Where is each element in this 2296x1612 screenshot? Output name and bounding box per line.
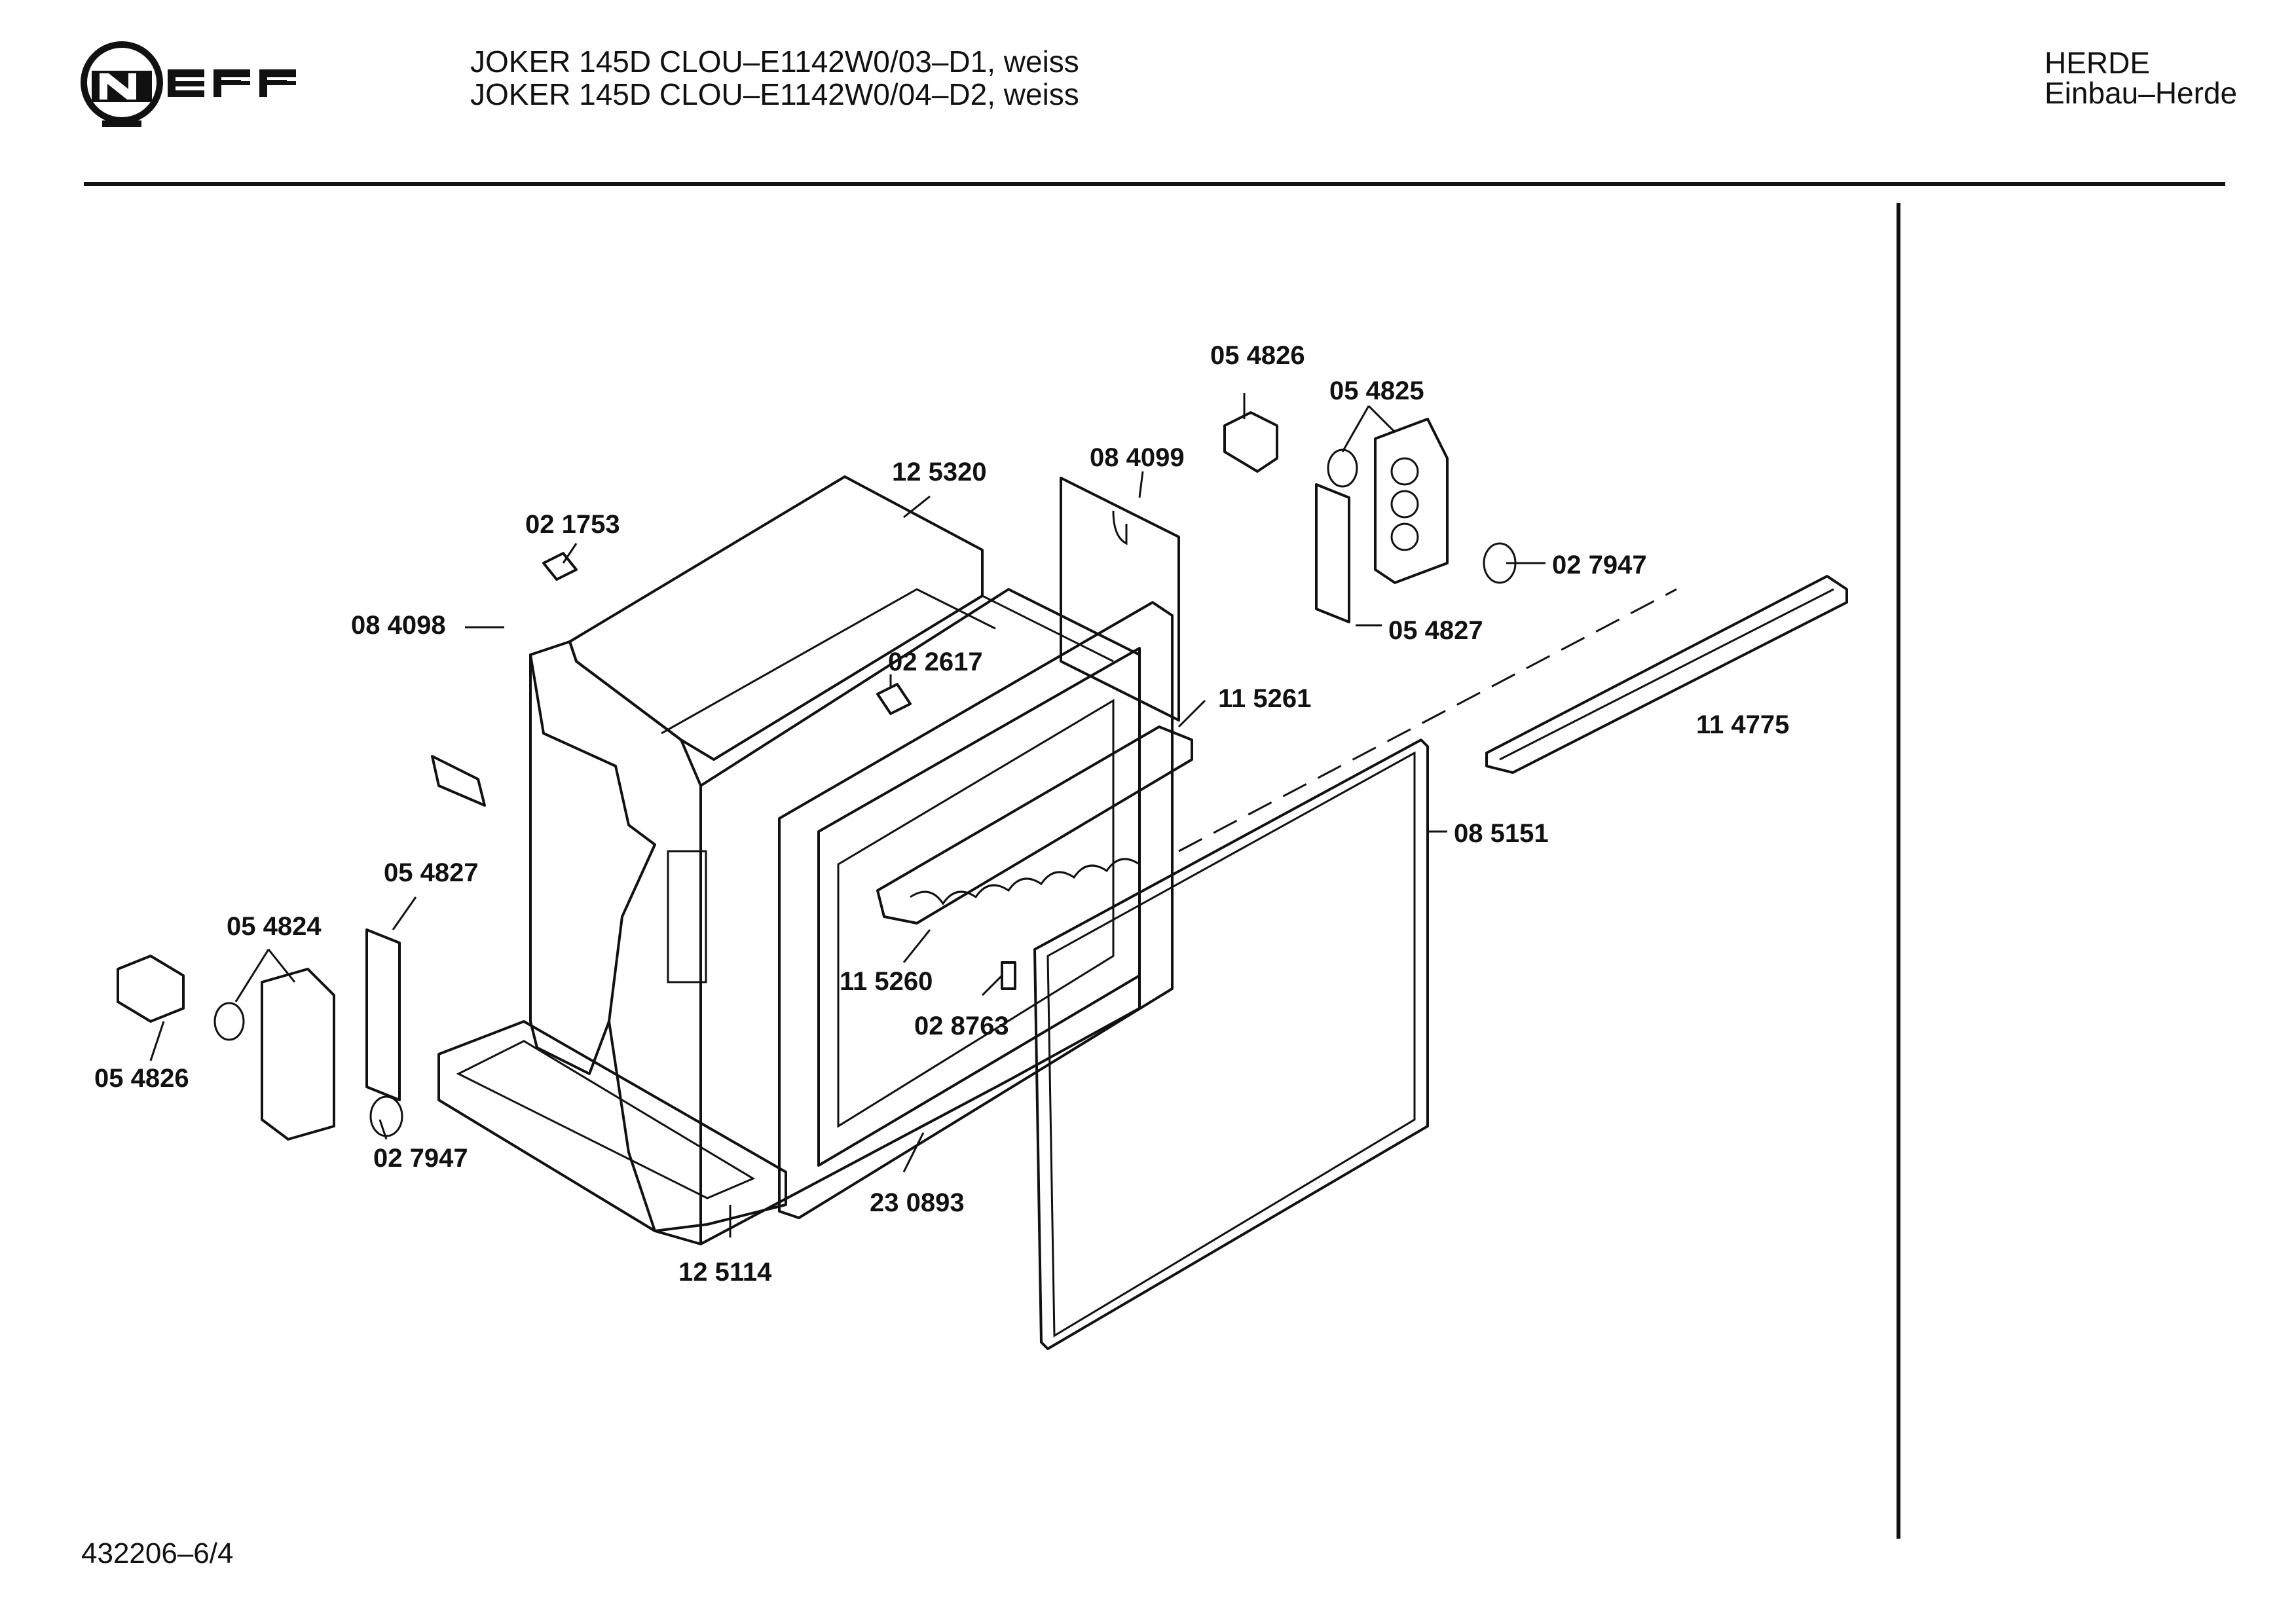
part-label: 02 8763: [914, 1012, 1009, 1040]
top-heater: [876, 725, 1193, 925]
part-labels: 05 4826 05 4825 08 4099 12 5320 02 1753 …: [94, 341, 1789, 1287]
document-number: 432206–6/4: [81, 1537, 234, 1569]
screw: [1001, 961, 1016, 990]
part-label: 11 4775: [1696, 710, 1789, 739]
part-label: 05 4827: [384, 858, 479, 887]
subcategory: Einbau–Herde: [2045, 76, 2238, 110]
part-label: 02 2617: [888, 648, 983, 676]
part-label: 08 4098: [351, 611, 446, 640]
part-label: 05 4827: [1388, 616, 1483, 645]
leader-lines: [149, 393, 1546, 1237]
part-label: 23 0893: [870, 1188, 965, 1217]
model-line-2: JOKER 145D CLOU–E1142W0/04–D2, weiss: [470, 77, 1079, 111]
bottom-heater: [437, 1020, 787, 1232]
header-divider: [84, 182, 2225, 186]
door-seal: [1033, 739, 1429, 1350]
part-label: 02 1753: [525, 510, 620, 539]
part-label: 11 5260: [840, 967, 933, 996]
part-label: 08 5151: [1454, 819, 1549, 848]
part-label: 12 5320: [892, 458, 987, 486]
part-label: 05 4824: [227, 912, 322, 941]
part-label: 12 5114: [678, 1258, 772, 1287]
sensor-holder: [876, 683, 912, 715]
front-frame: [778, 601, 1174, 1219]
left-switch-assembly: [117, 755, 486, 1141]
neff-logo: [76, 37, 351, 138]
category: HERDE: [2045, 46, 2151, 80]
part-label: 05 4825: [1329, 376, 1424, 405]
side-divider: [1897, 203, 1900, 1539]
part-label: 11 5261: [1218, 684, 1311, 713]
part-label: 02 7947: [373, 1144, 468, 1173]
right-switch-assembly: [1223, 411, 1517, 623]
part-label: 02 7947: [1552, 551, 1647, 579]
part-label: 05 4826: [1210, 341, 1305, 370]
part-label: 05 4826: [94, 1064, 189, 1093]
part-label: 08 4099: [1090, 443, 1185, 472]
model-line-1: JOKER 145D CLOU–E1142W0/03–D1, weiss: [470, 45, 1079, 79]
clip-part: [542, 552, 578, 581]
oven-housing: [529, 475, 996, 1245]
insulation-panel: [1060, 477, 1180, 722]
trim-strip: [1178, 575, 1848, 852]
oven-muffle: [699, 588, 1141, 1245]
